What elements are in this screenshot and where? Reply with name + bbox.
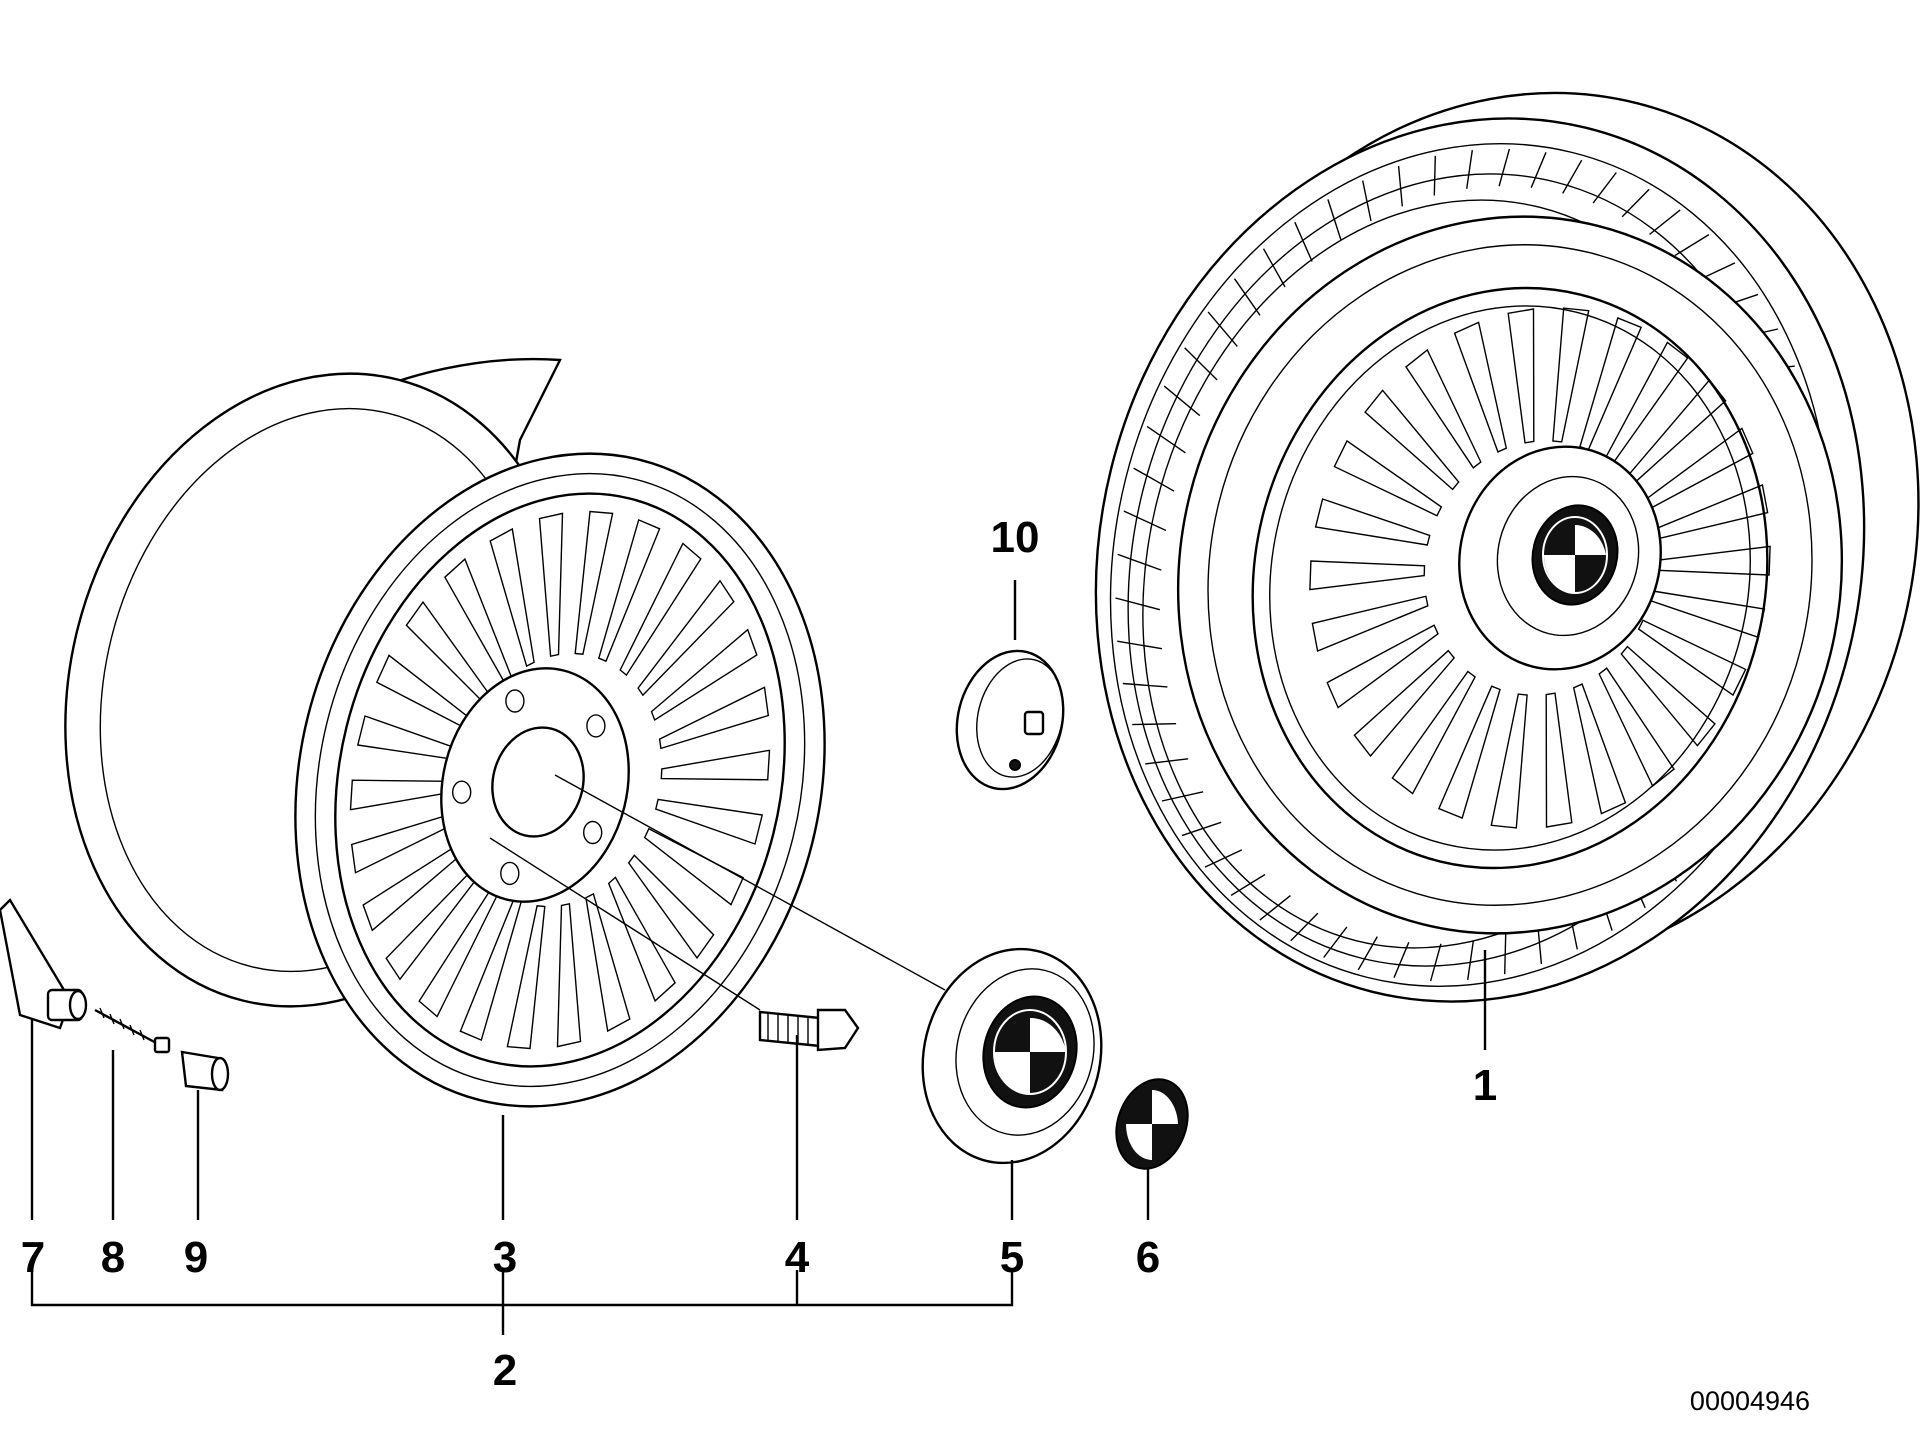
bmw-emblem-icon [1542,516,1608,594]
valve-cap [180,1050,230,1092]
callout-9: 9 [184,1233,208,1282]
callout-10: 10 [991,513,1040,562]
complete-wheel-tyre [1094,91,1920,1003]
callout-3: 3 [493,1233,517,1282]
callout-8: 8 [101,1233,125,1282]
leader-lines [30,580,1487,1335]
callout-7: 7 [21,1233,45,1282]
bmw-emblem-icon [1126,1090,1178,1160]
center-cap-insert [955,649,1065,791]
bmw-emblem-icon [993,1009,1067,1095]
callout-6: 6 [1136,1233,1160,1282]
bolt-holes [452,689,606,886]
valve-body [0,898,88,1030]
light-alloy-rim [64,357,826,1108]
document-number: 00004946 [1690,1386,1810,1416]
hub-cap [921,947,1103,1165]
emblem [1115,1078,1189,1170]
callout-2: 2 [493,1346,517,1395]
valve-core [94,1007,171,1054]
callout-5: 5 [1000,1233,1024,1282]
wheel-bolt [758,1008,860,1052]
callout-4: 4 [785,1233,810,1282]
callout-1: 1 [1473,1061,1497,1110]
